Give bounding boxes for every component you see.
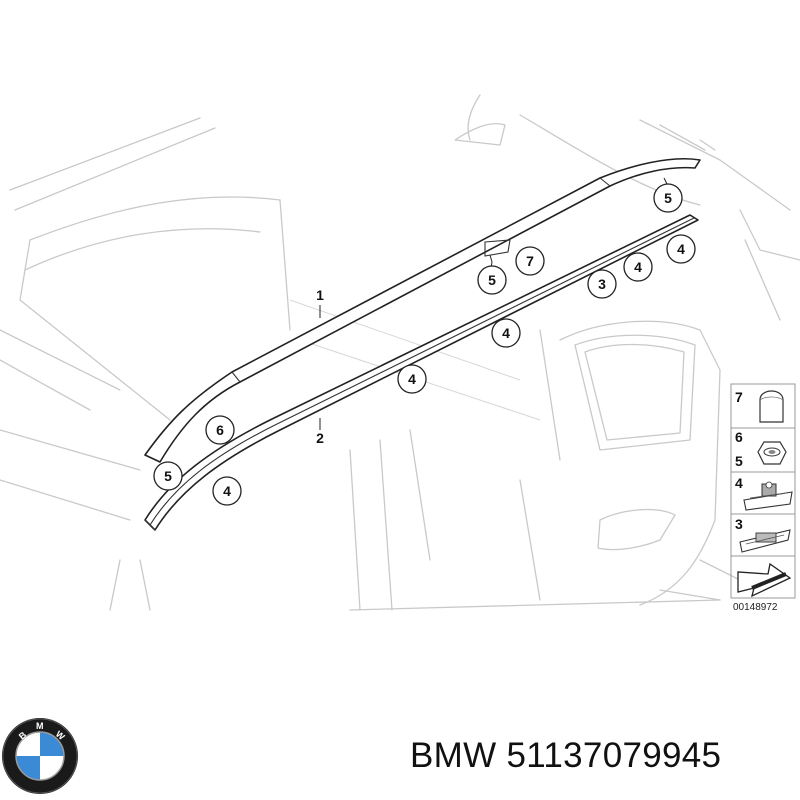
callout-number: 5 <box>488 272 496 288</box>
svg-text:M: M <box>36 721 44 731</box>
callout: 4 <box>623 252 653 282</box>
clip-icon <box>743 481 793 511</box>
arrow-icon <box>737 562 792 598</box>
cap-icon <box>759 390 784 423</box>
callout-number: 5 <box>164 468 172 484</box>
legend-number: 7 <box>735 389 743 405</box>
callout-number: 4 <box>223 483 231 499</box>
callout-number: 4 <box>502 325 510 341</box>
car-body-outline <box>0 94 800 611</box>
label-2: 2 <box>316 430 324 446</box>
callout-number: 4 <box>408 371 416 387</box>
callout-number: 7 <box>526 253 534 269</box>
callout-number: 5 <box>664 190 672 206</box>
callout: 6 <box>205 415 235 445</box>
parts-legend: 7 6 5 4 3 <box>730 383 796 613</box>
callout-number: 4 <box>634 259 642 275</box>
svg-text:B: B <box>17 729 29 741</box>
legend-number: 4 <box>735 475 743 491</box>
roof-rail <box>144 157 701 463</box>
legend-number: 3 <box>735 516 743 532</box>
legend-number: 6 <box>735 429 743 445</box>
callout: 7 <box>515 246 545 276</box>
callout-number: 4 <box>677 241 685 257</box>
callout: 5 <box>653 183 683 213</box>
bmw-logo: B M W <box>2 718 78 794</box>
label-1: 1 <box>316 287 324 303</box>
callout-number: 3 <box>598 276 606 292</box>
callout-number: 6 <box>216 422 224 438</box>
callout: 4 <box>491 318 521 348</box>
clip-icon <box>739 529 791 553</box>
diagram-code: 00148972 <box>733 602 778 613</box>
callout: 3 <box>587 269 617 299</box>
nut-icon <box>757 441 787 465</box>
callout: 4 <box>212 476 242 506</box>
callout: 5 <box>153 461 183 491</box>
part-number-title: BMW 51137079945 <box>410 736 722 775</box>
callout: 4 <box>397 364 427 394</box>
callout: 5 <box>477 265 507 295</box>
legend-number: 5 <box>735 453 743 469</box>
callout: 4 <box>666 234 696 264</box>
